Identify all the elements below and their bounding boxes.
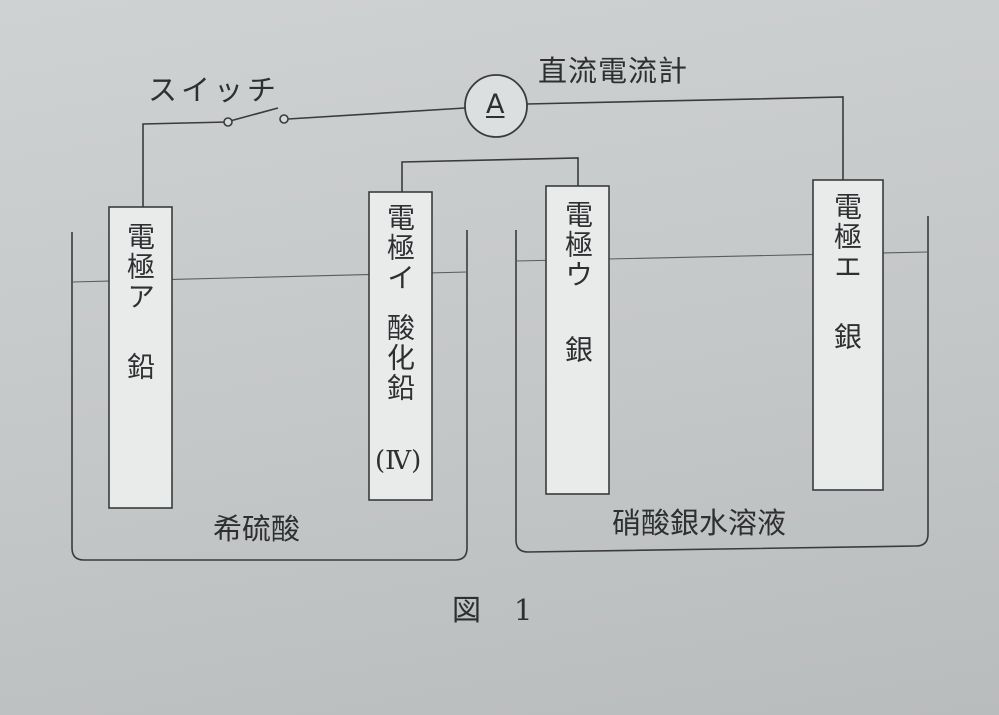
figure-caption: 図 1: [452, 593, 535, 627]
ammeter-symbol: A: [486, 89, 505, 120]
electrode-e: [812, 179, 884, 491]
wire-bridge: [401, 157, 579, 192]
electrode-u-name: 電極ウ: [561, 200, 594, 290]
switch-label: スイッチ: [148, 73, 281, 107]
electrode-i: [368, 191, 433, 501]
electrode-i-material: 酸化鉛: [383, 313, 416, 403]
electrode-a-name: 電極ア: [123, 222, 156, 312]
electrode-i-suffix: (Ⅳ): [375, 446, 422, 476]
switch-contact-right: [279, 114, 289, 124]
electrode-a-material: 鉛: [123, 352, 156, 382]
wire-ammeter-to-right: [526, 96, 844, 180]
right-beaker: [515, 216, 929, 553]
ammeter-label: 直流電流計: [538, 54, 689, 88]
ammeter: [464, 74, 528, 138]
electrode-i-name: 電極イ: [383, 203, 416, 293]
wire-switch-to-ammeter: [287, 107, 466, 120]
electrode-u: [545, 185, 610, 495]
switch-contact-left: [223, 117, 233, 127]
right-solution-label: 硝酸銀水溶液: [612, 506, 787, 540]
electrode-e-material: 銀: [830, 322, 863, 352]
electrode-a: [108, 206, 173, 509]
left-beaker: [71, 230, 468, 561]
switch-lever: [229, 107, 279, 122]
electrode-u-material: 銀: [561, 335, 594, 365]
left-solution-label: 希硫酸: [213, 512, 301, 546]
electrode-e-name: 電極エ: [830, 192, 863, 282]
wire-left-to-switch: [142, 121, 229, 207]
